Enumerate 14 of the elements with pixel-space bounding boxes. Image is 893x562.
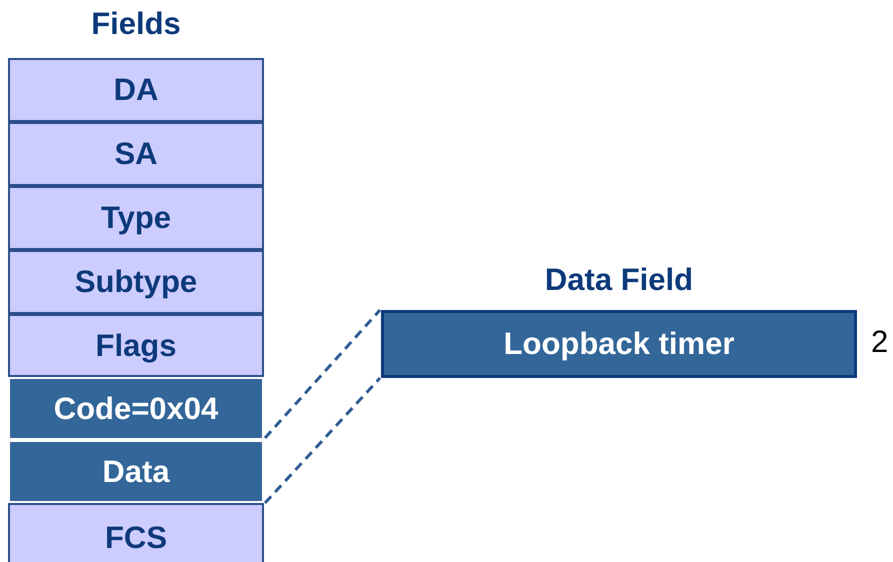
heading: Data Field — [544, 262, 694, 298]
field-box: Type — [8, 186, 264, 250]
field-box: Code=0x04 — [8, 377, 264, 440]
field-box: DA — [8, 58, 264, 122]
field-box: Loopback timer — [381, 310, 857, 378]
field-box: Flags — [8, 314, 264, 377]
field-length: 2 — [871, 324, 888, 360]
dashed-line — [264, 309, 382, 439]
field-box: SA — [8, 122, 264, 186]
field-box: Subtype — [8, 250, 264, 314]
title: Fields — [90, 6, 182, 42]
field-box: Data — [8, 440, 264, 503]
field-box: FCS — [8, 503, 264, 562]
dashed-line — [264, 376, 382, 504]
